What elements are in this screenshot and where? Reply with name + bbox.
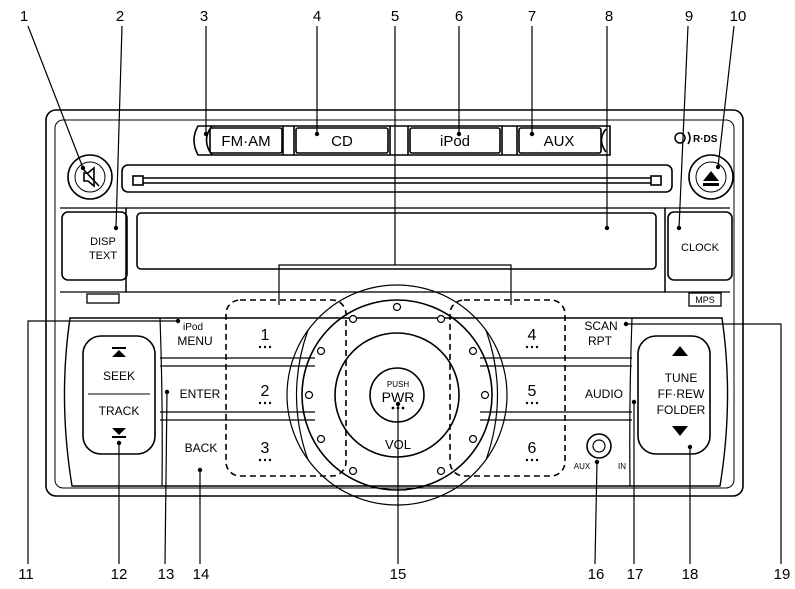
ipod-menu-label-top: iPod: [183, 322, 203, 333]
callout-4: 4: [313, 8, 321, 25]
callout-17: 17: [627, 566, 644, 583]
vol-label: VOL: [385, 437, 411, 452]
fm-am-label: FM·AM: [221, 133, 270, 150]
preset-group-left: [225, 299, 347, 477]
ipod-menu-label: MENU: [177, 334, 212, 348]
preset-tactile-dots: [258, 345, 539, 462]
callout-10: 10: [730, 8, 747, 25]
preset-6-label: 6: [528, 440, 537, 457]
knob-dimples: [304, 302, 490, 476]
ffrew-label: FF·REW: [658, 387, 705, 401]
callout-3: 3: [200, 8, 208, 25]
callout-15: 15: [390, 566, 407, 583]
leader-dots: [80, 131, 721, 473]
in-jack-label: IN: [618, 462, 626, 471]
folder-label: FOLDER: [657, 403, 706, 417]
rds-logo-icon: [674, 131, 691, 145]
callout-2: 2: [116, 8, 124, 25]
preset-2-label: 2: [261, 383, 270, 400]
ipod-button[interactable]: [409, 127, 501, 154]
callout-14: 14: [193, 566, 210, 583]
clock-label: CLOCK: [681, 242, 720, 254]
callout-16: 16: [588, 566, 605, 583]
knob-outer-bezel: [286, 284, 508, 506]
callout-1: 1: [20, 8, 28, 25]
mute-icon: [81, 166, 100, 188]
cd-button[interactable]: [295, 127, 389, 154]
rds-logo: R·DS: [693, 134, 718, 145]
ipod-label: iPod: [440, 133, 470, 150]
tune-down-icon: [672, 426, 688, 436]
aux-jack-label: AUX: [574, 462, 591, 471]
seek-up-icon: [112, 347, 126, 357]
eject-icon: [703, 171, 719, 186]
clock-button[interactable]: [667, 211, 733, 281]
push-label: PUSH: [387, 380, 409, 389]
mps-label: MPS: [695, 295, 715, 305]
tune-label: TUNE: [665, 371, 698, 385]
tune-ring[interactable]: [301, 299, 493, 491]
track-label: TRACK: [99, 404, 140, 418]
tune-ffrew-folder-button[interactable]: [637, 335, 711, 455]
eject-button[interactable]: [688, 154, 734, 200]
callout-7: 7: [528, 8, 536, 25]
preset-group-right: [449, 299, 566, 477]
display-screen: [136, 212, 657, 270]
callout-8: 8: [605, 8, 613, 25]
mute-button[interactable]: [67, 154, 113, 200]
cd-slot-frame: [121, 164, 673, 193]
ir-window: [86, 293, 120, 304]
preset-3-label: 3: [261, 440, 270, 457]
leader-lines: [27, 25, 782, 565]
back-label: BACK: [185, 441, 218, 455]
callout-19: 19: [774, 566, 791, 583]
scan-label: SCAN: [584, 319, 617, 333]
control-panel: [63, 317, 729, 487]
source-strip: [193, 125, 611, 156]
pwr-label: PWR: [382, 389, 415, 405]
fm-am-button[interactable]: [209, 127, 283, 154]
callout-13: 13: [158, 566, 175, 583]
aux-in-jack[interactable]: [586, 433, 612, 459]
callout-12: 12: [111, 566, 128, 583]
enter-label: ENTER: [180, 387, 221, 401]
text-label: TEXT: [89, 250, 117, 262]
audio-label: AUDIO: [585, 387, 623, 401]
cd-label: CD: [331, 133, 353, 150]
callout-9: 9: [685, 8, 693, 25]
callout-6: 6: [455, 8, 463, 25]
callout-11: 11: [18, 566, 34, 583]
callout-5: 5: [391, 8, 399, 25]
preset-4-label: 4: [528, 327, 537, 344]
preset-1-label: 1: [261, 327, 270, 344]
volume-knob[interactable]: [334, 332, 460, 458]
rpt-label: RPT: [588, 334, 613, 348]
power-button[interactable]: [369, 367, 425, 423]
seek-label: SEEK: [103, 369, 135, 383]
seek-down-icon: [112, 428, 126, 438]
aux-button[interactable]: [518, 127, 602, 154]
disp-text-button[interactable]: [61, 211, 128, 281]
tune-up-icon: [672, 346, 688, 356]
preset-5-label: 5: [528, 383, 537, 400]
aux-label: AUX: [544, 133, 575, 150]
strip-right-curve: [600, 128, 607, 153]
callout-18: 18: [682, 566, 699, 583]
disp-label: DISP: [90, 236, 116, 248]
